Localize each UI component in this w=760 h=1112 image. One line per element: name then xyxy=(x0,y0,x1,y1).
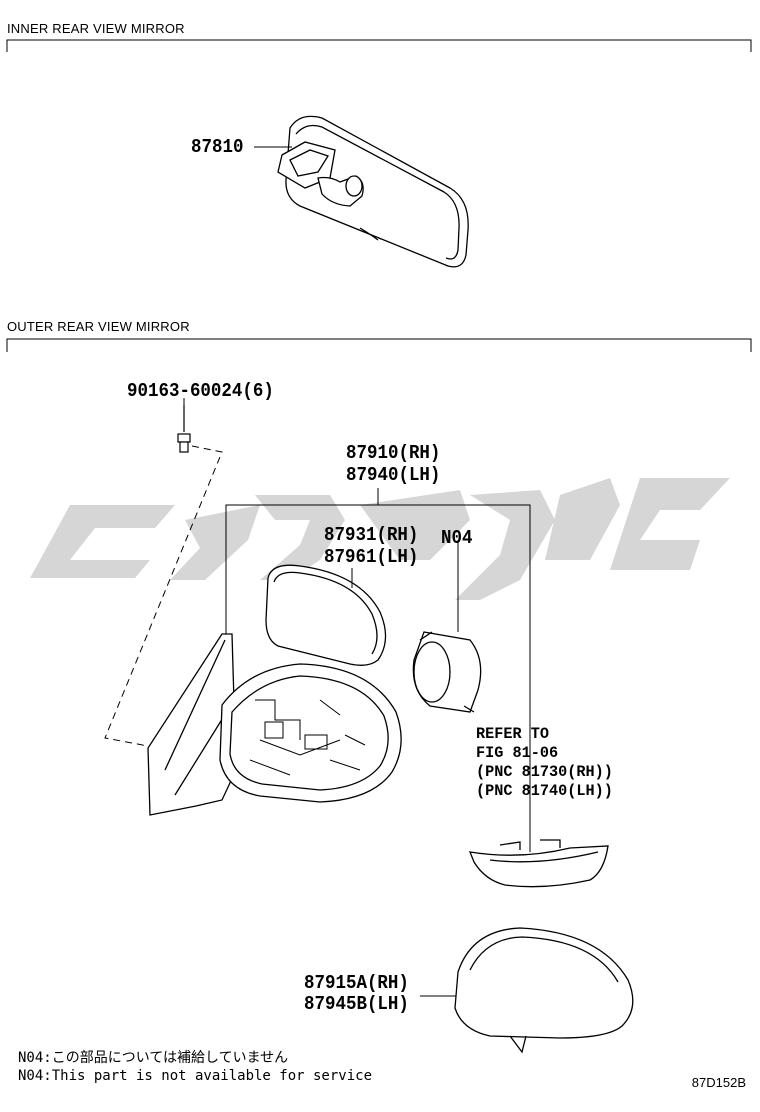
drawing-code: 87D152B xyxy=(691,1075,746,1090)
reference-line-2[interactable]: FIG 81-06 xyxy=(476,744,559,762)
mirror-housing-drawing xyxy=(219,663,402,803)
part-label-n04[interactable]: N04 xyxy=(441,527,473,549)
inner-section-title: INNER REAR VIEW MIRROR xyxy=(7,21,185,36)
outer-section-frame xyxy=(6,338,752,352)
bolt-drawing xyxy=(177,405,191,453)
reference-line-1: REFER TO xyxy=(476,725,549,743)
part-label-outer-rh[interactable]: 87910(RH) xyxy=(346,442,441,464)
part-label-outer-lh[interactable]: 87940(LH) xyxy=(346,464,441,486)
n04-motor-drawing xyxy=(412,631,482,713)
part-label-glass-rh[interactable]: 87931(RH) xyxy=(324,524,419,546)
part-label-bolt[interactable]: 90163-60024(6) xyxy=(127,380,274,402)
reference-line-4: (PNC 81740(LH)) xyxy=(476,782,613,800)
note-n04-japanese: N04:この部品については補給していません xyxy=(18,1050,289,1066)
reference-line-3: (PNC 81730(RH)) xyxy=(476,763,613,781)
leader-lines xyxy=(183,398,531,997)
outer-section-title: OUTER REAR VIEW MIRROR xyxy=(7,319,190,334)
part-label-cover-rh[interactable]: 87915A(RH) xyxy=(304,972,409,994)
mirror-glass-drawing xyxy=(265,564,387,666)
bolt-dashed-leader xyxy=(104,445,223,747)
note-n04-english: N04:This part is not available for servi… xyxy=(18,1068,373,1084)
part-label-glass-lh[interactable]: 87961(LH) xyxy=(324,546,419,568)
turn-signal-drawing xyxy=(468,839,609,888)
inner-mirror-drawing xyxy=(277,115,469,268)
part-label-cover-lh[interactable]: 87945B(LH) xyxy=(304,993,409,1015)
part-label-inner-mirror[interactable]: 87810 xyxy=(191,136,244,158)
inner-section-frame xyxy=(6,39,752,52)
mirror-cover-drawing xyxy=(454,927,634,1054)
